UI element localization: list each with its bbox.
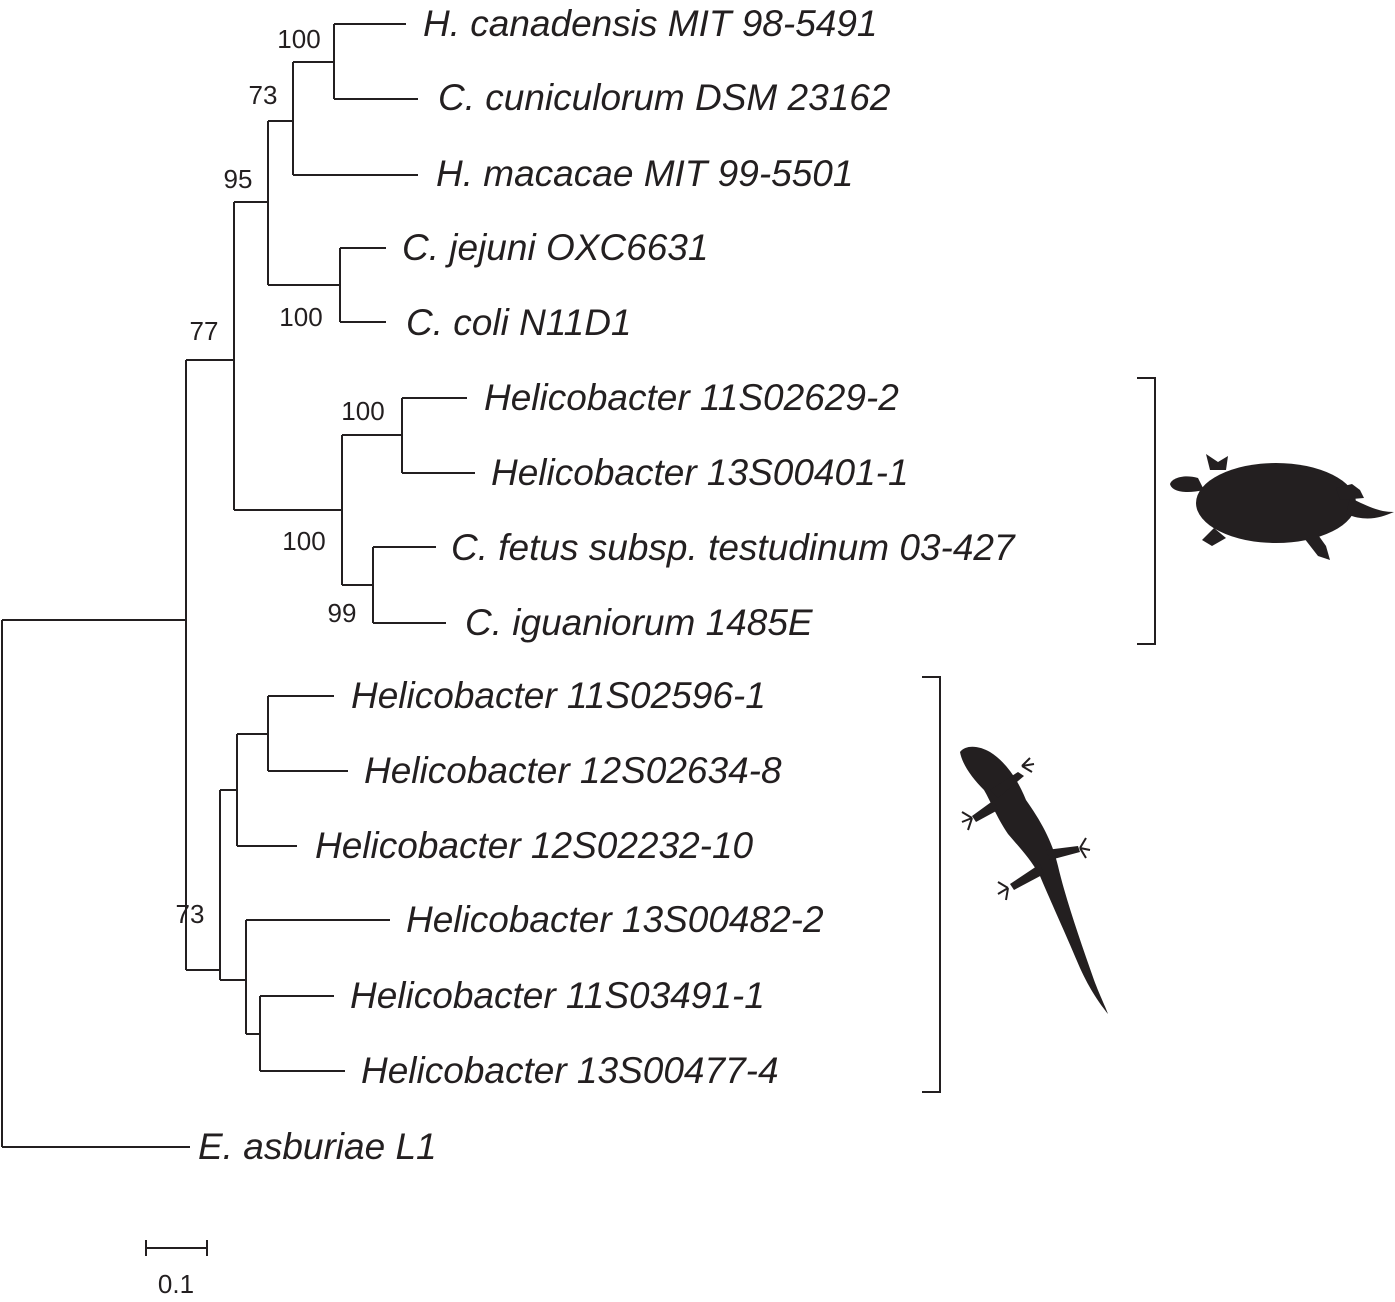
taxon-label-h8: Helicobacter 13S00477-4: [361, 1050, 779, 1091]
taxon-label-cfet: C. fetus subsp. testudinum 03-427: [451, 527, 1016, 568]
taxon-labels: H. canadensis MIT 98-5491 C. cuniculorum …: [198, 3, 1016, 1167]
bootstrap-labels: 100 73 95 100 77 100 100 99 73: [176, 24, 385, 929]
branch-node-73-top: [292, 61, 418, 176]
branch-node-237: [236, 733, 297, 847]
taxon-label-h7: Helicobacter 11S03491-1: [350, 975, 765, 1016]
bootstrap-turtle_clade: 100: [282, 526, 325, 556]
taxon-label-ccol: C. coli N11D1: [406, 302, 632, 343]
bootstrap-hcan_ccun: 100: [277, 24, 320, 54]
branch-node-100-turtle: [341, 434, 402, 586]
bootstrap-lizard_clade: 73: [176, 899, 205, 929]
taxon-label-hcan: H. canadensis MIT 98-5491: [423, 3, 878, 44]
scale-bar-line: [145, 1240, 208, 1256]
branch-node-234: [233, 201, 342, 511]
branch-node-73-lizard: [219, 789, 246, 981]
taxon-label-h5: Helicobacter 12S02232-10: [315, 825, 754, 866]
bootstrap-h1_h2: 100: [341, 396, 384, 426]
taxon-label-h2: Helicobacter 13S00401-1: [491, 452, 909, 493]
branch-node-246: [245, 919, 390, 1035]
tree-branches: [1, 23, 475, 1148]
scale-bar: 0.1: [145, 1240, 208, 1299]
branch-node-268-lower: [267, 695, 348, 772]
branch-node-100-heli: [401, 397, 475, 474]
branch-root: [1, 619, 190, 1148]
branch-node-95: [267, 120, 340, 286]
turtle-silhouette-icon: [1170, 454, 1394, 560]
bootstrap-main_clade: 77: [190, 316, 219, 346]
taxon-label-h3: Helicobacter 11S02596-1: [351, 675, 766, 716]
taxon-label-easb: E. asburiae L1: [198, 1126, 437, 1167]
turtle-clade-bracket: [1137, 377, 1156, 645]
branch-node-100-top: [333, 23, 418, 100]
scale-bar-label: 0.1: [158, 1269, 194, 1299]
taxon-label-h4: Helicobacter 12S02634-8: [364, 750, 782, 791]
taxon-label-ccun: C. cuniculorum DSM 23162: [438, 77, 891, 118]
branch-node-99: [372, 546, 446, 624]
branch-node-77: [185, 359, 234, 971]
bootstrap-cjej_ccol: 100: [279, 302, 322, 332]
taxon-label-cigu: C. iguaniorum 1485E: [465, 602, 814, 643]
bootstrap-campy_clade: 95: [224, 164, 253, 194]
lizard-clade-bracket: [922, 676, 941, 1093]
taxon-label-hmac: H. macacae MIT 99-5501: [436, 153, 853, 194]
taxon-label-cjej: C. jejuni OXC6631: [402, 227, 708, 268]
taxon-label-h6: Helicobacter 13S00482-2: [406, 899, 824, 940]
bootstrap-hcan_ccun_hmac: 73: [249, 80, 278, 110]
branch-node-260: [259, 995, 345, 1072]
taxon-label-h1: Helicobacter 11S02629-2: [484, 377, 899, 418]
branch-node-100-jejuni: [339, 247, 386, 323]
bootstrap-cfet_cigu: 99: [328, 598, 357, 628]
lizard-silhouette-icon: [960, 746, 1108, 1014]
